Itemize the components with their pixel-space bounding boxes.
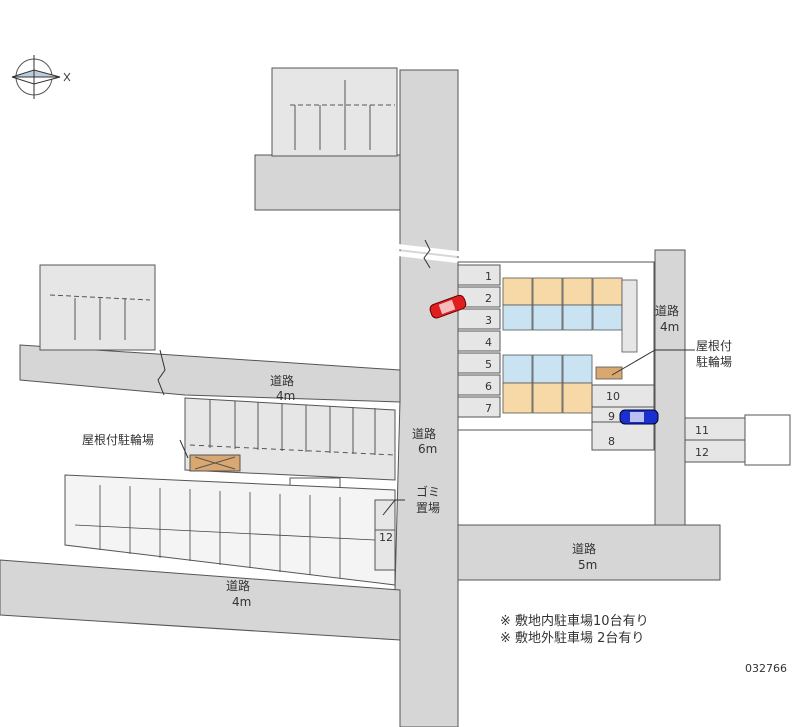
parking-8: 8: [608, 435, 615, 448]
road-bottom-left: [0, 559, 401, 641]
offsite-parking: 11 12: [684, 414, 791, 466]
bike-shelter-left-label: 屋根付駐輪場: [82, 432, 154, 447]
top-neighbor-lot: [271, 67, 398, 157]
road-bottom-left-width: 4m: [232, 595, 251, 609]
garbage-label-2: 置場: [416, 501, 440, 515]
road-right-width: 4m: [660, 320, 679, 334]
note-offsite-parking: ※ 敷地外駐車場 2台有り: [500, 631, 644, 646]
road-bottom-right-width: 5m: [578, 558, 597, 572]
parking-lots-1-7: [457, 264, 501, 418]
leader-lines: [179, 349, 695, 516]
parking-12-left: 12: [379, 531, 393, 544]
road-upper-left: [19, 344, 401, 403]
parking-11: 11: [695, 424, 709, 437]
parking-7: 7: [485, 402, 492, 415]
road-upper-left-name: 道路: [270, 373, 294, 388]
parking-10: 10: [606, 390, 620, 403]
note-onsite-parking: ※ 敷地内駐車場10台有り: [500, 613, 649, 629]
road-bottom-left-name: 道路: [226, 578, 250, 593]
road-top-stub: [254, 154, 401, 211]
compass-icon: [11, 55, 71, 99]
break-marks: [157, 239, 471, 396]
left-neighbor-lot: [39, 264, 156, 351]
parking-6: 6: [485, 380, 492, 393]
road-main: [394, 69, 459, 727]
road-bottom-right: [457, 524, 721, 581]
car-red-icon: [429, 294, 467, 319]
road-right-name: 道路: [655, 303, 679, 318]
parking-1: 1: [485, 270, 492, 283]
parking-5: 5: [485, 358, 492, 371]
road-right: [654, 249, 686, 526]
car-blue-icon: [619, 409, 659, 425]
road-bottom-right-name: 道路: [572, 541, 596, 556]
property-left: 12: [64, 397, 396, 586]
road-main-name: 道路: [412, 426, 436, 441]
bike-shelter-right-label-1: 屋根付: [696, 339, 732, 353]
map-code: 032766: [745, 662, 787, 675]
roads: [0, 69, 721, 727]
garbage-label-1: ゴミ: [416, 484, 440, 499]
parking-9: 9: [608, 410, 615, 423]
building-units: [502, 277, 638, 414]
bike-shelter-right: [595, 366, 623, 380]
bike-shelter-right-label-2: 駐輪場: [696, 354, 732, 369]
property-right: 1 2 3 4 5 6 7 10 9 8: [457, 261, 655, 451]
parking-4: 4: [485, 336, 492, 349]
parking-3: 3: [485, 314, 492, 327]
parking-2: 2: [485, 292, 492, 305]
road-main-width: 6m: [418, 442, 437, 456]
road-upper-left-width: 4m: [276, 389, 295, 403]
parking-12: 12: [695, 446, 709, 459]
